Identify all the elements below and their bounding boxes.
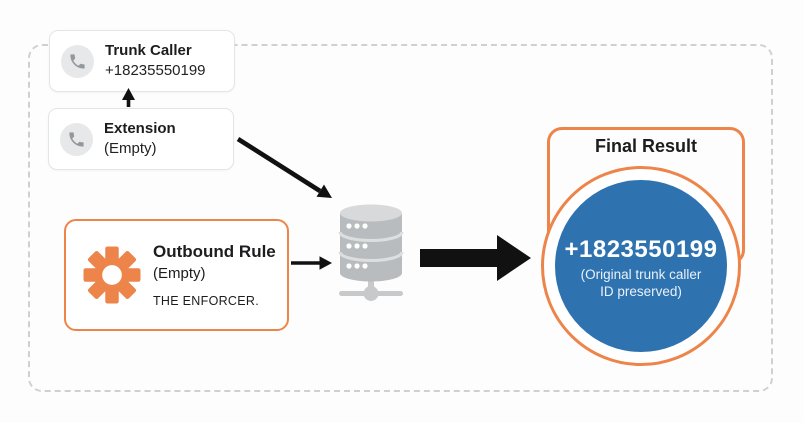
final-result-caption: (Original trunk caller ID preserved) — [580, 266, 702, 299]
extension-title: Extension — [104, 119, 176, 137]
trunk-caller-title: Trunk Caller — [105, 41, 192, 59]
outbound-rule-title: Outbound Rule — [153, 242, 276, 262]
trunk-caller-number: +18235550199 — [105, 62, 206, 79]
final-result-title: Final Result — [594, 136, 697, 156]
outbound-rule-value: (Empty) — [153, 265, 206, 283]
database-icon — [336, 201, 406, 310]
phone-icon — [61, 44, 94, 78]
final-result-circle: +1823550199 (Original trunk caller ID pr… — [555, 180, 727, 352]
diagram-dashed-frame — [28, 44, 773, 392]
outbound-rule-node: Outbound Rule (Empty) THE ENFORCER. — [64, 219, 289, 331]
gear-icon — [83, 246, 141, 304]
extension-value: (Empty) — [104, 140, 157, 157]
extension-node: Extension (Empty) — [48, 108, 234, 170]
final-result-number: +1823550199 — [564, 235, 718, 263]
outbound-rule-note: THE ENFORCER. — [153, 293, 259, 308]
trunk-caller-node: Trunk Caller +18235550199 — [49, 30, 235, 92]
phone-icon — [60, 122, 93, 156]
